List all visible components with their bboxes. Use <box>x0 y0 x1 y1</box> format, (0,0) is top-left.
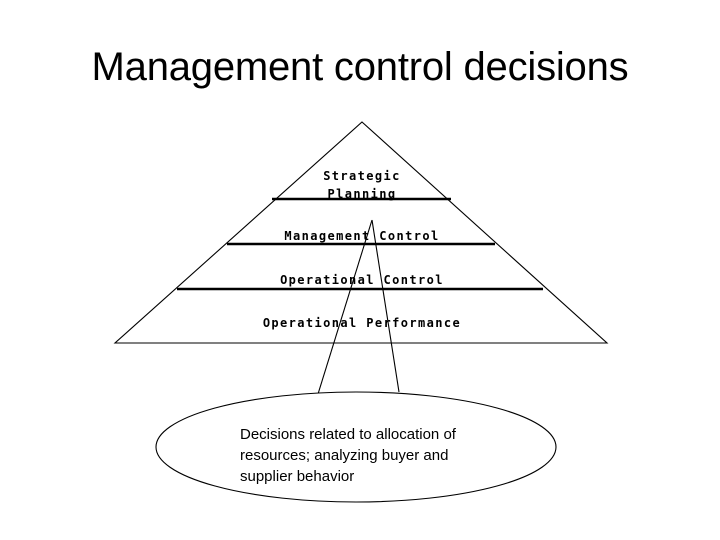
callout-text-line-2: resources; analyzing buyer and <box>240 447 449 464</box>
callout-connector-right <box>371 219 400 393</box>
pyramid-level-label-operational-performance: Operational Performance <box>262 316 462 330</box>
pyramid-outline <box>113 121 609 344</box>
pyramid-level-label-management-control: Management Control <box>284 229 440 243</box>
callout-connector-left <box>317 219 373 395</box>
pyramid-level-label-strategic-planning-line2: Planning <box>327 187 397 201</box>
pyramid-level-label-operational-control: Operational Control <box>280 273 444 287</box>
callout-text-line-3: supplier behavior <box>240 468 355 485</box>
callout-text-line-1: Decisions related to allocation of <box>240 426 456 443</box>
callout-ellipse <box>155 391 557 503</box>
pyramid-level-label-strategic-planning-line1: Strategic <box>323 169 401 183</box>
page-title: Management control decisions <box>91 45 629 89</box>
